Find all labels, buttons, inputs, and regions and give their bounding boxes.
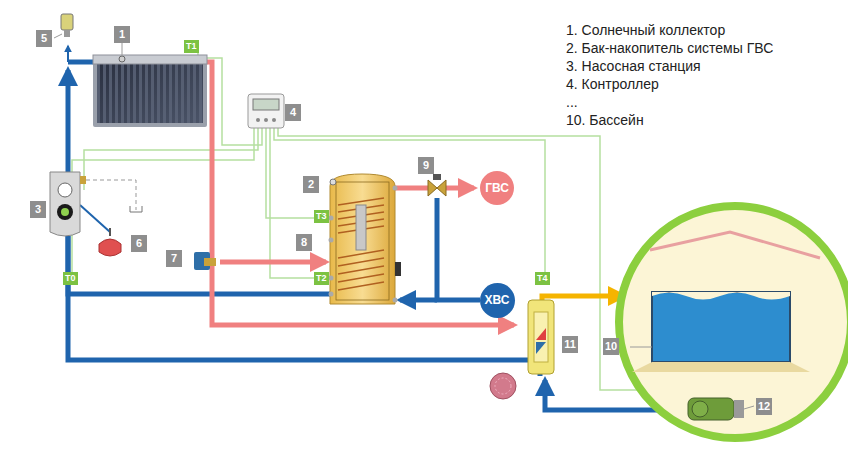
callout-number: 11 <box>562 336 578 353</box>
callout-number: 3 <box>30 201 46 218</box>
callout-number: 1 <box>114 26 130 43</box>
sensor-tag: T3 <box>314 210 329 223</box>
sensor-tag: T0 <box>63 272 78 285</box>
legend-list-item: ... <box>566 94 578 111</box>
callout-number: 8 <box>296 234 312 251</box>
callout-number: 6 <box>131 235 147 252</box>
callout-number: 4 <box>285 104 301 121</box>
sensor-tag: T2 <box>314 272 329 285</box>
callout-number: 2 <box>303 176 319 193</box>
hot-water-outlet: ГВС <box>480 171 514 205</box>
callout-number: 12 <box>756 398 772 415</box>
legend-list-item: 4. Контроллер <box>566 76 659 93</box>
callout-number: 10 <box>603 338 619 355</box>
node-text: ГВС <box>485 181 509 195</box>
legend-list-item: 1. Солнечный коллектор <box>566 22 725 39</box>
legend-list-item: 2. Бак-накопитель системы ГВС <box>566 40 773 57</box>
legend-list-item: 3. Насосная станция <box>566 58 701 75</box>
sensor-tag: T1 <box>184 40 199 53</box>
legend-list-item: 10. Бассейн <box>566 112 644 129</box>
callout-number: 5 <box>36 30 52 47</box>
sensor-tag: T4 <box>535 272 550 285</box>
node-text: ХВС <box>485 293 510 307</box>
callout-number: 7 <box>166 250 182 267</box>
callout-number: 9 <box>418 157 434 174</box>
cold-water-inlet: ХВС <box>480 283 515 318</box>
